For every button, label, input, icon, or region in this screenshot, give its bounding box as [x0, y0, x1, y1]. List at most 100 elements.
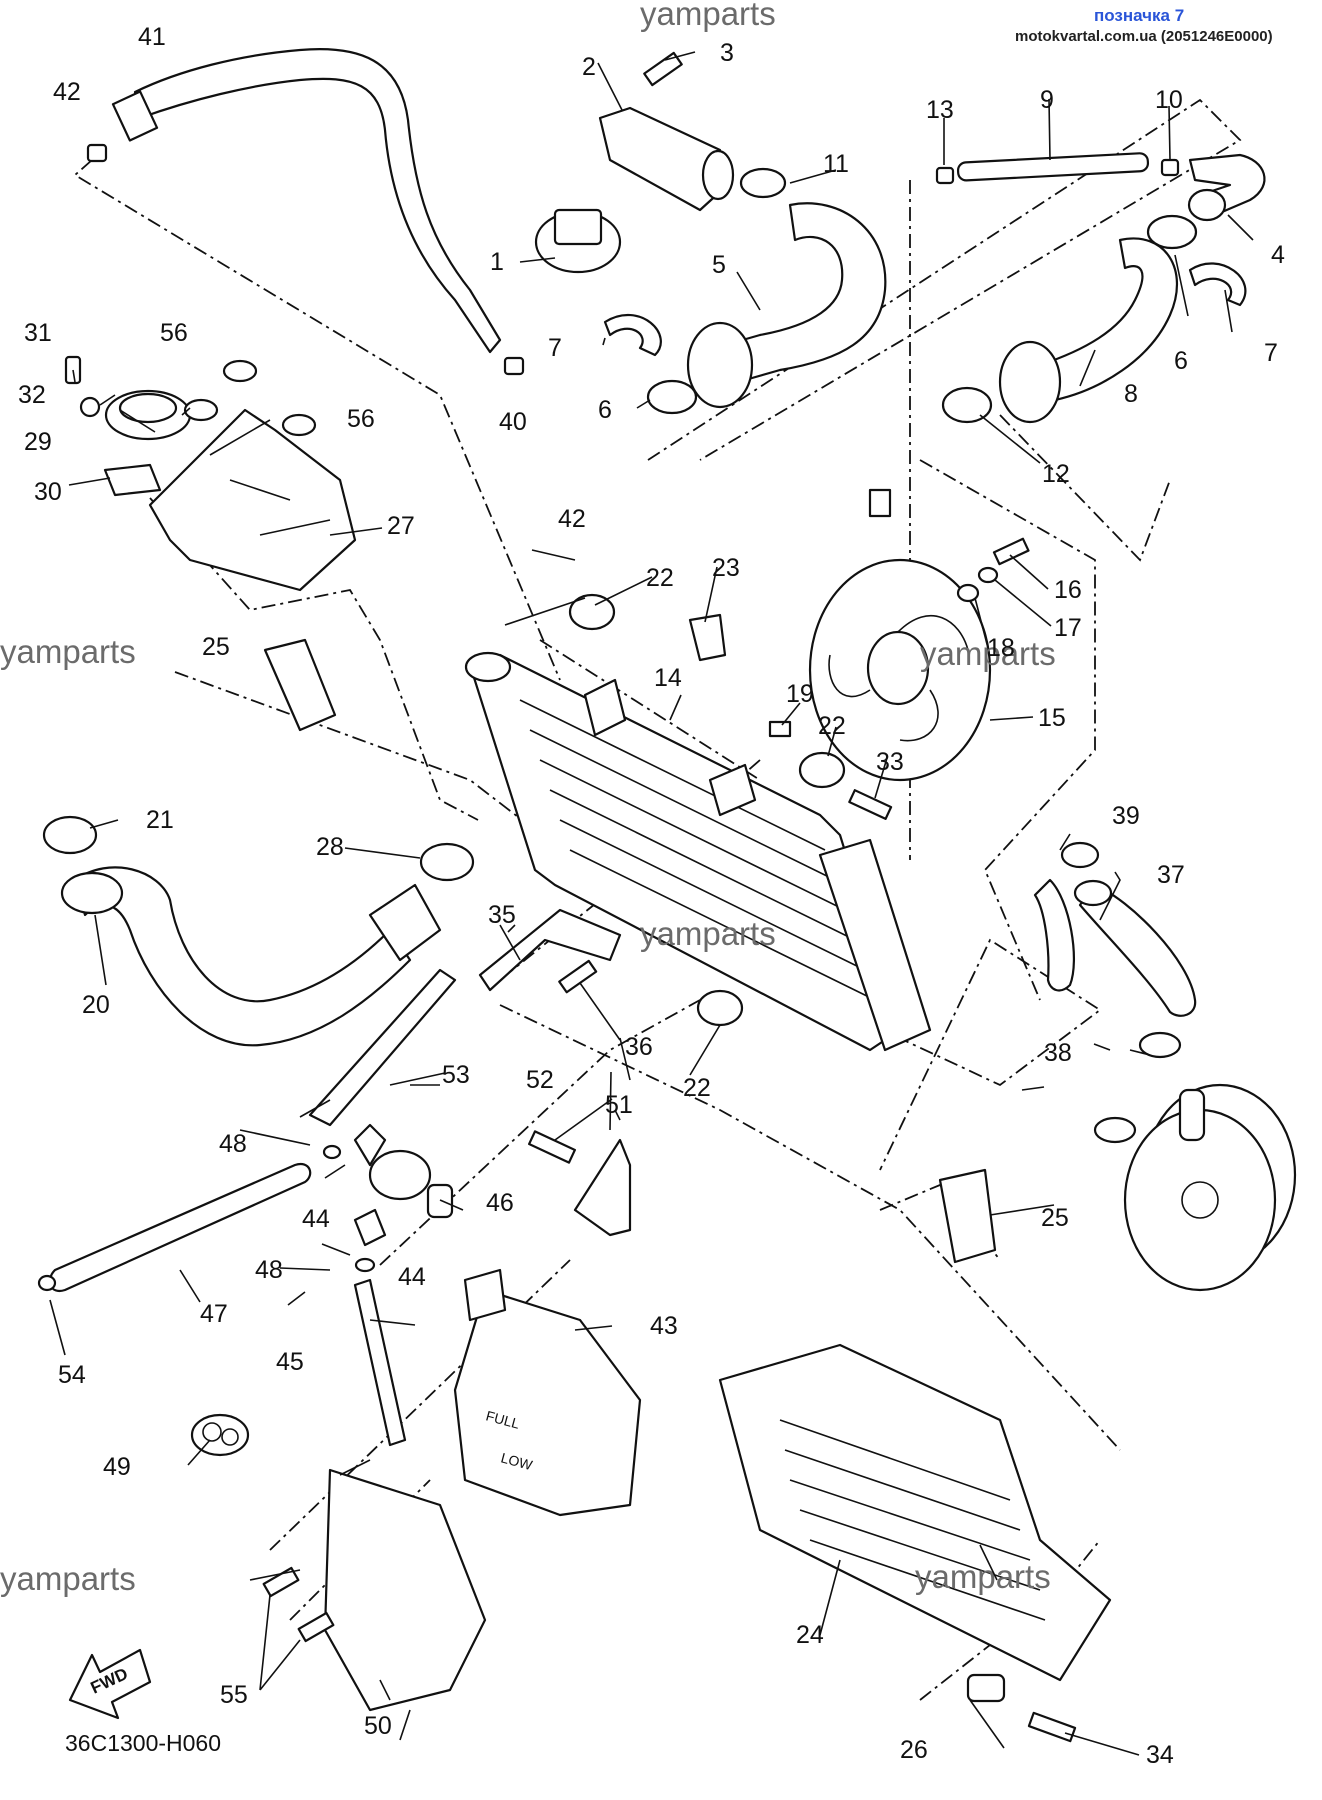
callout-53[interactable]: 53	[442, 1061, 470, 1089]
callout-24[interactable]: 24	[796, 1621, 824, 1649]
callout-46[interactable]: 46	[486, 1189, 514, 1217]
callout-51[interactable]: 51	[605, 1091, 633, 1119]
part-27-tank-bracket[interactable]	[148, 408, 357, 592]
part-23-collar[interactable]	[688, 613, 727, 662]
part-25-pad-lower[interactable]	[938, 1168, 997, 1264]
callout-22-mid[interactable]: 22	[818, 712, 846, 740]
callout-23[interactable]: 23	[712, 554, 740, 582]
part-8-hose[interactable]	[998, 237, 1179, 424]
part-56-grommets[interactable]	[183, 359, 317, 437]
part-11-clamp[interactable]	[739, 167, 787, 199]
callout-27[interactable]: 27	[387, 512, 415, 540]
callout-50[interactable]: 50	[364, 1712, 392, 1740]
part-15-fan[interactable]	[808, 488, 992, 782]
callout-9[interactable]: 9	[1040, 86, 1054, 114]
callout-37[interactable]: 37	[1157, 861, 1185, 889]
part-39-clamp[interactable]	[1060, 841, 1100, 869]
callout-29[interactable]: 29	[24, 428, 52, 456]
part-12-clamp[interactable]	[941, 386, 993, 424]
part-10-clip[interactable]	[1160, 158, 1180, 177]
callout-45[interactable]: 45	[276, 1348, 304, 1376]
part-45-hose[interactable]	[353, 1278, 407, 1447]
callout-34[interactable]: 34	[1146, 1741, 1174, 1769]
part-1-thermostat[interactable]	[534, 208, 622, 274]
part-37-hose[interactable]	[1033, 878, 1197, 1017]
callout-10[interactable]: 10	[1155, 86, 1183, 114]
part-32-washer[interactable]	[79, 396, 101, 418]
part-29-cap[interactable]	[104, 389, 192, 441]
callout-48-lower[interactable]: 48	[255, 1256, 283, 1284]
part-34-bolt[interactable]	[1027, 1711, 1077, 1743]
part-38-clamps[interactable]	[1093, 1031, 1182, 1144]
callout-30[interactable]: 30	[34, 478, 62, 506]
callout-44-upper[interactable]: 44	[302, 1205, 330, 1233]
callout-49[interactable]: 49	[103, 1453, 131, 1481]
part-26-collar[interactable]	[966, 1673, 1006, 1703]
callout-44-lower[interactable]: 44	[398, 1263, 426, 1291]
callout-7-left[interactable]: 7	[548, 334, 562, 362]
callout-25-lower[interactable]: 25	[1041, 1204, 1069, 1232]
callout-7-right[interactable]: 7	[1264, 339, 1278, 367]
part-33-bolt[interactable]	[848, 789, 893, 820]
part-52-bolt[interactable]	[528, 1130, 576, 1164]
callout-43[interactable]: 43	[650, 1312, 678, 1340]
callout-1[interactable]: 1	[490, 248, 504, 276]
callout-11[interactable]: 11	[823, 150, 849, 178]
part-30-bracket[interactable]	[103, 463, 162, 497]
part-48-clips[interactable]	[322, 1144, 376, 1273]
callout-20[interactable]: 20	[82, 991, 110, 1019]
part-46-valve[interactable]	[368, 1149, 454, 1219]
part-28-clamp[interactable]	[419, 842, 475, 882]
part-42-clip[interactable]	[86, 143, 108, 163]
callout-47[interactable]: 47	[200, 1300, 228, 1328]
callout-26[interactable]: 26	[900, 1736, 928, 1764]
callout-28[interactable]: 28	[316, 833, 344, 861]
part-6-clamp-right[interactable]	[1146, 214, 1198, 250]
callout-21[interactable]: 21	[146, 806, 174, 834]
callout-15[interactable]: 15	[1038, 704, 1066, 732]
part-21-clamp[interactable]	[42, 815, 98, 855]
callout-12[interactable]: 12	[1042, 460, 1070, 488]
part-53-level-tube[interactable]	[308, 968, 457, 1127]
part-24-grille[interactable]	[718, 1343, 1112, 1682]
callout-56-right[interactable]: 56	[347, 405, 375, 433]
callout-13[interactable]: 13	[926, 96, 954, 124]
callout-56-top[interactable]: 56	[160, 319, 188, 347]
part-43-reservoir[interactable]: FULL LOW	[453, 1268, 642, 1517]
callout-38[interactable]: 38	[1044, 1039, 1072, 1067]
callout-36[interactable]: 36	[625, 1033, 653, 1061]
callout-16[interactable]: 16	[1054, 576, 1082, 604]
callout-4[interactable]: 4	[1271, 241, 1285, 269]
part-50-cover[interactable]	[323, 1468, 487, 1712]
callout-6-left[interactable]: 6	[598, 396, 612, 424]
part-14-radiator[interactable]	[464, 651, 932, 1052]
part-7-clamp[interactable]	[603, 314, 662, 357]
part-54-clip[interactable]	[37, 1274, 57, 1292]
part-36-bolt[interactable]	[558, 959, 598, 994]
part-3-bolt[interactable]	[643, 51, 683, 87]
callout-3[interactable]: 3	[720, 39, 734, 67]
callout-35[interactable]: 35	[488, 901, 516, 929]
part-7-clamp-right[interactable]	[1188, 262, 1247, 307]
part-40-clip[interactable]	[503, 356, 525, 376]
part-5-hose[interactable]	[686, 202, 887, 409]
part-20-hose[interactable]	[60, 866, 442, 1047]
callout-6-right[interactable]: 6	[1174, 347, 1188, 375]
callout-33[interactable]: 33	[876, 748, 904, 776]
part-49-clamp[interactable]	[190, 1413, 250, 1457]
part-44-hoses[interactable]	[353, 1123, 387, 1247]
callout-55[interactable]: 55	[220, 1681, 248, 1709]
callout-39[interactable]: 39	[1112, 802, 1140, 830]
part-25-pad[interactable]	[263, 638, 337, 732]
part-17-washer[interactable]	[977, 566, 999, 584]
part-19-nut[interactable]	[768, 720, 792, 738]
part-51-bracket[interactable]	[573, 1138, 632, 1237]
callout-48-upper[interactable]: 48	[219, 1130, 247, 1158]
callout-18[interactable]: 18	[987, 634, 1015, 662]
oil-cooler[interactable]	[1123, 1083, 1297, 1292]
callout-52[interactable]: 52	[526, 1066, 554, 1094]
part-6-clamp[interactable]	[646, 379, 698, 415]
callout-25-upper[interactable]: 25	[202, 633, 230, 661]
part-18-washer[interactable]	[956, 583, 980, 603]
callout-32[interactable]: 32	[18, 381, 46, 409]
